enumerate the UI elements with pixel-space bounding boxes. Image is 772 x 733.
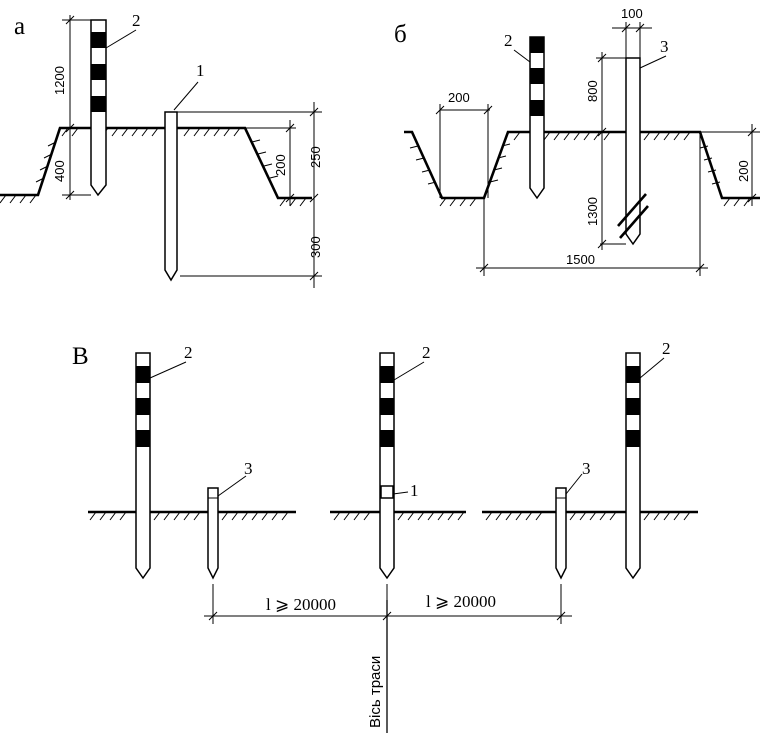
dim-1300: 1300 [585, 197, 600, 226]
marker-post-v-left [135, 352, 151, 580]
callout-2-v-right: 2 [662, 339, 671, 358]
spacing-dimension [204, 584, 572, 624]
callout-2-a: 2 [132, 11, 141, 30]
callout-1-a: 1 [196, 61, 205, 80]
ground-line-b [404, 130, 760, 200]
leader-3-v-left [217, 475, 247, 497]
dimensions-b [435, 22, 760, 276]
dim-100: 100 [621, 6, 643, 21]
dim-250: 250 [308, 146, 323, 168]
leader-3-b [639, 55, 667, 69]
spacing-label-left: l ⩾ 20000 [266, 595, 336, 614]
leader-2-v-middle [393, 361, 425, 381]
dim-200-b-top: 200 [448, 90, 470, 105]
marker-post-a [90, 19, 107, 197]
leader-2-a [105, 29, 137, 49]
leader-1-a [173, 81, 199, 111]
panel-label-a: а [14, 13, 25, 40]
ground-hatching-b [409, 131, 751, 207]
ground-hatching-v [89, 511, 691, 521]
panel-a: а 2 1 [0, 11, 323, 288]
leader-3-v-right [565, 473, 583, 495]
ground-hatching-a [0, 127, 307, 207]
panel-v: В [72, 339, 698, 733]
leader-2-v-right [639, 357, 665, 379]
panel-label-b: б [394, 21, 407, 48]
marker-post-v-right [625, 352, 641, 580]
marker-post-b [529, 36, 545, 200]
callout-2-v-left: 2 [184, 343, 193, 362]
leader-2-v-left [149, 361, 187, 379]
panel-label-v: В [72, 343, 89, 370]
dimensions-a [62, 15, 322, 288]
dim-1200: 1200 [52, 66, 67, 95]
dim-200-a: 200 [273, 154, 288, 176]
dim-200-b-right: 200 [736, 160, 751, 182]
dim-300: 300 [308, 236, 323, 258]
control-post-b [617, 57, 649, 246]
callout-1-v-middle: 1 [410, 481, 419, 500]
panel-b: б 2 3 [394, 6, 760, 276]
callout-3-v-left: 3 [244, 459, 253, 478]
dim-1500: 1500 [566, 252, 595, 267]
callout-2-b: 2 [504, 31, 513, 50]
route-axis-label: Вісь траси [367, 656, 384, 728]
indicator-pin-a [164, 111, 178, 282]
callout-3-v-right: 3 [582, 459, 591, 478]
control-post-v-left [207, 487, 219, 580]
leader-1-v-middle [392, 491, 409, 495]
callout-2-v-middle: 2 [422, 343, 431, 362]
leader-2-b [513, 49, 531, 63]
marker-post-v-middle [379, 352, 395, 580]
dim-800: 800 [585, 80, 600, 102]
spacing-label-right: l ⩾ 20000 [426, 592, 496, 611]
dim-400: 400 [52, 160, 67, 182]
control-post-v-right [555, 487, 567, 580]
callout-3-b: 3 [660, 37, 669, 56]
ground-line-a [0, 126, 312, 200]
